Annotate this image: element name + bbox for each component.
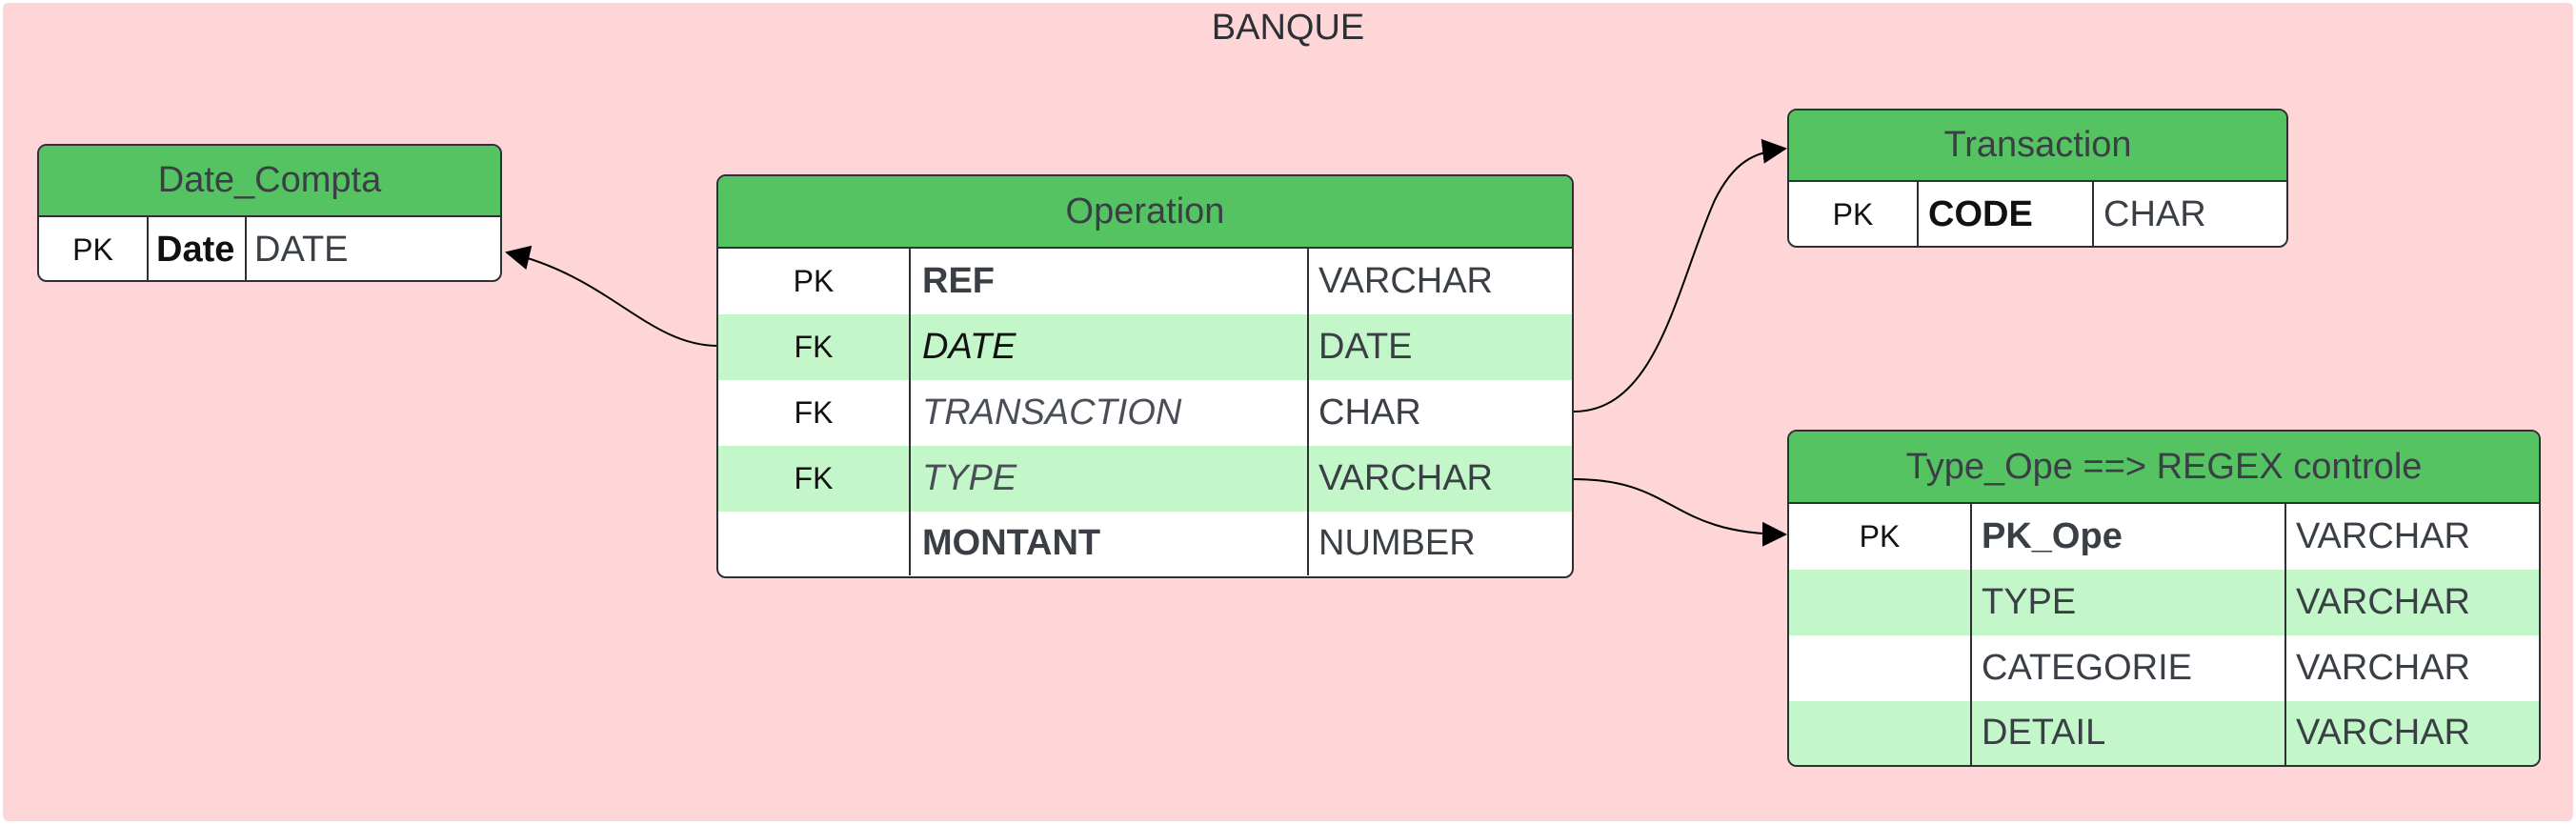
table-date-compta[interactable]: Date_Compta PK Date DATE [37, 144, 502, 282]
table-type-ope[interactable]: Type_Ope ==> REGEX controle PK PK_Ope VA… [1787, 430, 2541, 767]
key-cell [718, 512, 909, 575]
key-cell: PK [793, 264, 835, 298]
column-type: VARCHAR [1307, 249, 1572, 314]
column-type: VARCHAR [2284, 570, 2539, 635]
table-row: FK TRANSACTION CHAR [718, 380, 1572, 446]
column-name: REF [909, 249, 1307, 314]
column-name: CATEGORIE [1970, 635, 2284, 701]
table-row: CATEGORIE VARCHAR [1789, 635, 2539, 701]
column-name: Date [147, 217, 245, 280]
column-type: VARCHAR [2284, 504, 2539, 570]
column-type: NUMBER [1307, 512, 1572, 575]
key-cell [1789, 570, 1970, 635]
column-name: TYPE [909, 446, 1307, 512]
column-type: VARCHAR [2284, 635, 2539, 701]
table-title: Transaction [1789, 111, 2286, 182]
table-row: DETAIL VARCHAR [1789, 701, 2539, 765]
column-type: CHAR [2092, 182, 2286, 246]
table-title: Type_Ope ==> REGEX controle [1789, 432, 2539, 504]
table-row: TYPE VARCHAR [1789, 570, 2539, 635]
column-name: TYPE [1970, 570, 2284, 635]
key-cell [1789, 635, 1970, 701]
key-cell: FK [794, 330, 834, 364]
column-type: CHAR [1307, 380, 1572, 446]
table-row: PK Date DATE [39, 217, 500, 280]
table-row: FK DATE DATE [718, 314, 1572, 380]
table-row: PK REF VARCHAR [718, 249, 1572, 314]
table-row: FK TYPE VARCHAR [718, 446, 1572, 512]
key-cell: PK [72, 231, 113, 267]
column-name: CODE [1917, 182, 2092, 246]
column-name: TRANSACTION [909, 380, 1307, 446]
table-row: MONTANT NUMBER [718, 512, 1572, 575]
column-type: VARCHAR [1307, 446, 1572, 512]
table-title: Operation [718, 176, 1572, 249]
column-name: DETAIL [1970, 701, 2284, 765]
column-name: PK_Ope [1970, 504, 2284, 570]
key-cell: FK [794, 461, 834, 495]
key-cell: PK [1859, 519, 1901, 553]
table-transaction[interactable]: Transaction PK CODE CHAR [1787, 109, 2288, 248]
table-row: PK PK_Ope VARCHAR [1789, 504, 2539, 570]
column-name: MONTANT [909, 512, 1307, 575]
container-title: BANQUE [1211, 8, 1365, 48]
column-type: DATE [1307, 314, 1572, 380]
key-cell: PK [1832, 197, 1874, 231]
key-cell [1789, 701, 1970, 765]
column-type: DATE [245, 217, 500, 280]
key-cell: FK [794, 395, 834, 430]
column-type: VARCHAR [2284, 701, 2539, 765]
column-name: DATE [909, 314, 1307, 380]
table-title: Date_Compta [39, 146, 500, 217]
table-operation[interactable]: Operation PK REF VARCHAR FK DATE DATE FK… [716, 174, 1574, 578]
table-row: PK CODE CHAR [1789, 182, 2286, 246]
